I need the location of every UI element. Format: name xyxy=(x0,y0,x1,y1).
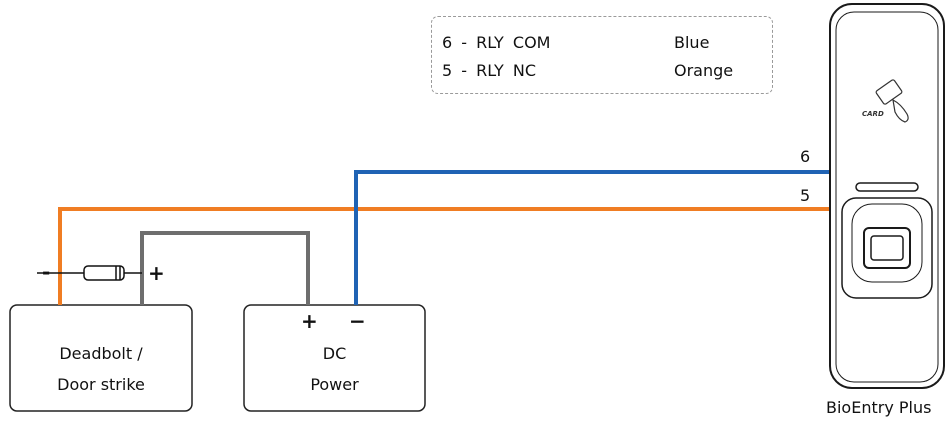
legend-row-orange: 5 - RLY NC Orange xyxy=(442,61,762,87)
dc-power-box xyxy=(243,304,426,412)
power-plus-label: + xyxy=(301,309,318,333)
card-label: CARD xyxy=(862,110,884,118)
dc-power-label: DC Power xyxy=(244,338,425,400)
legend-row-blue: 6 - RLY COM Blue xyxy=(442,33,762,59)
legend-color: Blue xyxy=(674,33,710,52)
card-reader-icon xyxy=(875,79,909,123)
bioentry-device xyxy=(829,3,945,389)
power-minus-label: − xyxy=(349,309,366,333)
blue-wire xyxy=(354,170,838,305)
legend-color: Orange xyxy=(674,61,734,80)
legend-signal: 5 - RLY NC xyxy=(442,61,537,80)
dc-power-label-line1: DC xyxy=(322,344,347,363)
wire-number-6: 6 xyxy=(800,147,811,166)
orange-wire xyxy=(58,207,838,305)
device-name: BioEntry Plus xyxy=(826,398,932,417)
deadbolt-label: Deadbolt / Door strike xyxy=(10,338,192,400)
gray-wire xyxy=(140,231,310,305)
wire-legend: 6 - RLY COM Blue 5 - RLY NC Orange xyxy=(431,16,773,94)
diode-plus-label: + xyxy=(148,261,165,285)
fingerprint-sensor xyxy=(863,227,911,269)
wire-number-5: 5 xyxy=(800,186,811,205)
legend-signal: 6 - RLY COM xyxy=(442,33,551,52)
dc-power-label-line2: Power xyxy=(310,375,359,394)
deadbolt-label-line2: Door strike xyxy=(57,375,145,394)
deadbolt-box xyxy=(9,304,193,412)
diode-minus-label: - xyxy=(42,260,51,284)
deadbolt-label-line1: Deadbolt / xyxy=(59,344,143,363)
diode xyxy=(37,265,142,281)
